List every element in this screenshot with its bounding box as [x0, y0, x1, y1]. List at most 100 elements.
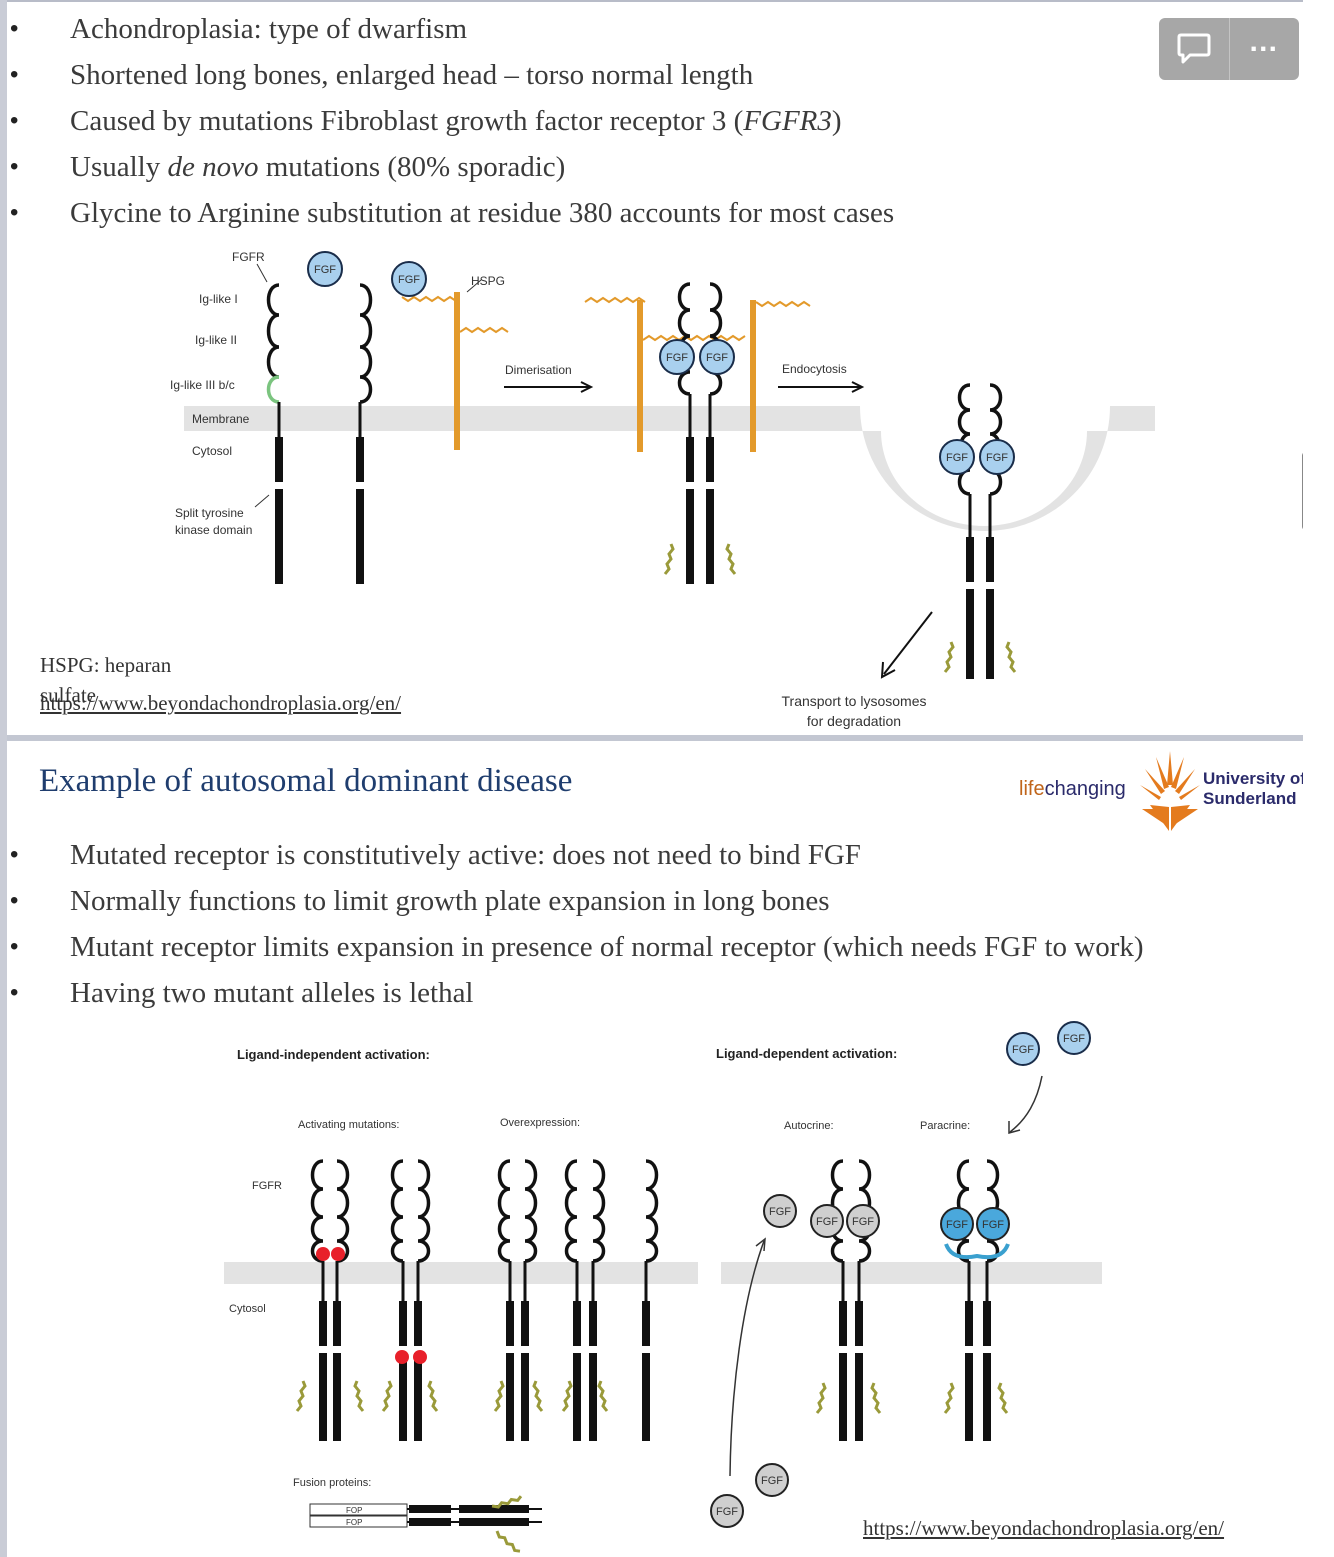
- svg-text:FGF: FGF: [706, 352, 728, 364]
- label-membrane: Membrane: [228, 1270, 281, 1282]
- university-name: University of Sunderland: [1203, 769, 1303, 809]
- label-paracrine: Paracrine:: [920, 1120, 970, 1132]
- slide-achondroplasia: Achondroplasia: type of dwarfism Shorten…: [7, 0, 1303, 739]
- mutant-dimer-2: [381, 1159, 439, 1443]
- svg-text:FGF: FGF: [982, 1219, 1004, 1231]
- label-endocytosis: Endocytosis: [782, 362, 847, 376]
- label-split-tyrosine: Split tyrosine: [175, 506, 244, 520]
- svg-text:FGF: FGF: [1063, 1033, 1085, 1045]
- receptor-dimer: FGF FGF: [584, 282, 811, 584]
- source-link-1[interactable]: https://www.beyondachondroplasia.org/en/: [40, 691, 402, 715]
- membrane-band: [184, 406, 834, 431]
- label-fgfr: FGFR: [232, 250, 265, 264]
- svg-text:FGF: FGF: [816, 1216, 838, 1228]
- bullet-2: Normally functions to limit growth plate…: [7, 878, 1144, 924]
- hspg-core: [454, 292, 460, 450]
- membrane-band-right: [721, 1262, 1102, 1284]
- bullet-text: Glycine to Arginine substitution at resi…: [70, 197, 895, 229]
- gene-name: FGFR3: [743, 105, 832, 137]
- label-fgfr: FGFR: [252, 1180, 282, 1192]
- label-transport: Transport to lysosomes: [782, 693, 927, 709]
- receptor-monomer-2: [356, 283, 373, 584]
- svg-text:FGF: FGF: [761, 1475, 783, 1487]
- label-ig-like-3: Ig-like III b/c: [170, 378, 235, 392]
- label-cytosol: Cytosol: [229, 1303, 266, 1315]
- free-fgf-ligands: FGF FGF: [710, 1463, 789, 1528]
- bullet-2: Shortened long bones, enlarged head – to…: [7, 52, 894, 98]
- bullet-5: Glycine to Arginine substitution at resi…: [7, 190, 894, 236]
- endocytic-pit: [834, 406, 1155, 531]
- bullet-1: Achondroplasia: type of dwarfism: [7, 6, 894, 52]
- university-line-2: Sunderland: [1203, 789, 1297, 808]
- svg-text:FGF: FGF: [666, 352, 688, 364]
- membrane-band-left: [224, 1262, 698, 1284]
- bullet-1: Mutated receptor is constitutively activ…: [7, 832, 1144, 878]
- label-ig-like-1: Ig-like I: [199, 292, 238, 306]
- source-link-2[interactable]: https://www.beyondachondroplasia.org/en/: [863, 1516, 1225, 1540]
- label-kinase-domain: kinase domain: [175, 523, 252, 537]
- paracrine-dimer: FGF FGF FGF FGF: [940, 1021, 1091, 1443]
- bullet-4: Usually de novo mutations (80% sporadic): [7, 144, 894, 190]
- bullet-text: Caused by mutations Fibroblast growth fa…: [70, 105, 744, 137]
- bullet-list-1: Achondroplasia: type of dwarfism Shorten…: [7, 6, 894, 236]
- label-ligand-independent: Ligand-independent activation:: [237, 1047, 430, 1062]
- svg-text:FGF: FGF: [769, 1206, 791, 1218]
- label-ig-like-2: Ig-like II: [195, 333, 237, 347]
- bullet-3: Caused by mutations Fibroblast growth fa…: [7, 98, 894, 144]
- university-sunburst-logo: [1140, 751, 1200, 831]
- svg-text:FGF: FGF: [1012, 1044, 1034, 1056]
- svg-text:FOP: FOP: [346, 1518, 362, 1527]
- svg-text:FGF: FGF: [314, 264, 336, 276]
- label-activating-mutations: Activating mutations:: [298, 1119, 400, 1131]
- fusion-protein: FOP FOP: [309, 1489, 542, 1555]
- bullet-4: Having two mutant alleles is lethal: [7, 970, 1144, 1016]
- comment-icon: [1177, 33, 1211, 64]
- svg-text:FGF: FGF: [946, 452, 968, 464]
- overexpressed-receptors: [493, 1159, 659, 1443]
- bullet-text: mutations (80% sporadic): [258, 151, 566, 183]
- svg-text:FGF: FGF: [946, 1219, 968, 1231]
- label-membrane: Membrane: [192, 412, 250, 426]
- page-edge: [0, 0, 7, 1557]
- label-cytosol: Cytosol: [192, 444, 232, 458]
- label-hspg: HSPG: [471, 274, 505, 288]
- comment-button[interactable]: [1159, 18, 1229, 80]
- mutant-dimer-1: [295, 1159, 365, 1443]
- label-degradation: for degradation: [807, 713, 901, 729]
- more-options-button[interactable]: …: [1228, 18, 1300, 80]
- comment-widget: …: [1159, 18, 1299, 80]
- bullet-text: Shortened long bones, enlarged head – to…: [70, 59, 754, 91]
- autocrine-dimer: FGF FGF FGF: [729, 1159, 882, 1477]
- svg-text:FOP: FOP: [346, 1506, 362, 1515]
- lifechanging-logo: lifechanging: [1019, 778, 1126, 801]
- label-overexpression: Overexpression:: [500, 1117, 580, 1129]
- slide-autosomal-dominant: Example of autosomal dominant disease li…: [7, 741, 1303, 1557]
- svg-text:FGF: FGF: [852, 1216, 874, 1228]
- italic-term: de novo: [167, 151, 259, 183]
- university-line-1: University of: [1203, 769, 1303, 788]
- bullet-3: Mutant receptor limits expansion in pres…: [7, 924, 1144, 970]
- svg-text:FGF: FGF: [716, 1506, 738, 1518]
- bullet-text: Achondroplasia: type of dwarfism: [70, 13, 468, 45]
- label-fusion-proteins: Fusion proteins:: [293, 1477, 371, 1489]
- scroll-handle[interactable]: [1302, 452, 1303, 530]
- bullet-text: Usually: [70, 151, 168, 183]
- label-dimerisation: Dimerisation: [505, 363, 572, 377]
- more-options-icon: …: [1248, 25, 1281, 58]
- label-autocrine: Autocrine:: [784, 1120, 834, 1132]
- fgf-ligand: FGF: [307, 251, 343, 287]
- logo-changing: changing: [1044, 778, 1126, 800]
- hspg-note-2: sulfate: [40, 683, 96, 707]
- svg-text:FGF: FGF: [398, 274, 420, 286]
- receptor-monomer-1: [266, 283, 283, 584]
- slide-title: Example of autosomal dominant disease: [39, 763, 573, 799]
- bullet-list-2: Mutated receptor is constitutively activ…: [7, 832, 1144, 1016]
- logo-life: life: [1019, 778, 1045, 800]
- hspg-note: HSPG: heparan: [40, 653, 172, 677]
- bullet-text: ): [831, 105, 842, 137]
- fgf-ligand: FGF: [391, 261, 427, 297]
- label-ligand-dependent: Ligand-dependent activation:: [716, 1046, 897, 1061]
- slide-separator: [7, 735, 1303, 742]
- internalised-dimer: FGF FGF: [939, 383, 1017, 679]
- svg-text:FGF: FGF: [986, 452, 1008, 464]
